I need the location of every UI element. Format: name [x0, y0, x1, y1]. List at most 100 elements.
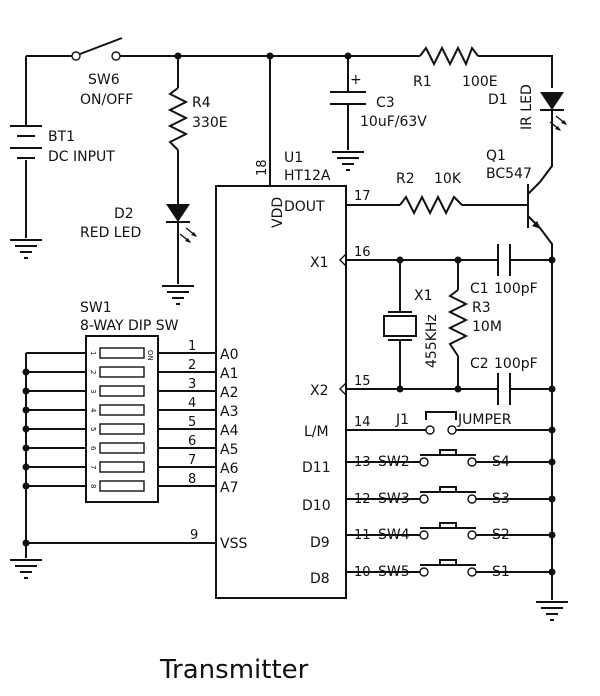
d2-red-led: D2 RED LED: [80, 204, 197, 243]
pin-14-name: L/M: [304, 424, 329, 440]
pin-16-name: X1: [310, 255, 329, 271]
sw6-value: ON/OFF: [80, 92, 133, 108]
sw1-ref: SW1: [80, 300, 112, 316]
dip-2-label: 2: [89, 370, 97, 374]
pin-1-name: A0: [220, 347, 238, 363]
r1-resistor: R1 100E: [413, 45, 498, 90]
d1-ref: D1: [488, 92, 508, 108]
bt1-value: DC INPUT: [48, 149, 115, 165]
c3-polarity: +: [350, 72, 362, 88]
ground-icon: [10, 239, 42, 259]
u1-ref: U1: [284, 150, 303, 166]
bt1-ref: BT1: [48, 129, 75, 145]
pin-18-name: VDD: [270, 197, 286, 228]
sw3-push-switch: SW3 S3: [378, 486, 510, 507]
pin-9-name: VSS: [220, 536, 247, 552]
j1-jumper: J1 JUMPER: [395, 411, 512, 435]
u1-value: HT12A: [284, 168, 331, 184]
pin-13-name: D11: [302, 460, 331, 476]
x1-crystal: X1 455KHz: [383, 288, 440, 368]
sw2-ref: SW2: [378, 454, 410, 470]
pin-17-name: DOUT: [284, 199, 325, 215]
q1-value: BC547: [486, 166, 532, 182]
pin-2-number: 2: [188, 358, 196, 373]
pin-15-name: X2: [310, 383, 329, 399]
pin-6-number: 6: [188, 434, 196, 449]
pin-18-number: 18: [255, 159, 270, 176]
dip-3-label: 3: [89, 389, 97, 393]
sw4-value: S2: [492, 527, 510, 543]
pin-17-number: 17: [354, 189, 371, 204]
dip-7-label: 7: [89, 465, 97, 469]
pin-13-number: 13: [354, 455, 371, 470]
sw4-push-switch: SW4 S2: [378, 522, 510, 543]
q1-ref: Q1: [486, 148, 506, 164]
sw4-ref: SW4: [378, 527, 410, 543]
pin-7-name: A6: [220, 461, 239, 477]
pin-12-number: 12: [354, 492, 371, 507]
j1-ref: J1: [395, 412, 409, 428]
c2-ref: C2: [470, 356, 489, 372]
pin-11-name: D9: [310, 535, 330, 551]
d1-value: IR LED: [519, 84, 535, 130]
x1-value: 455KHz: [424, 314, 440, 368]
sw1-value: 8-WAY DIP SW: [80, 318, 179, 334]
pin-2-name: A1: [220, 366, 238, 382]
sw1-dip-switch: SW1 8-WAY DIP SW ON 1 2 3 4 5 6 7 8: [80, 300, 179, 503]
c3-ref: C3: [376, 95, 395, 111]
r1-value: 100E: [462, 74, 498, 90]
r3-value: 10M: [472, 319, 502, 335]
sw5-value: S1: [492, 564, 510, 580]
pin-4-number: 4: [188, 396, 196, 411]
r2-resistor: R2 10K: [396, 171, 463, 216]
pin-10-number: 10: [354, 565, 371, 580]
r4-ref: R4: [192, 95, 211, 111]
sw3-value: S3: [492, 491, 510, 507]
dip-4-label: 4: [89, 408, 97, 413]
r1-ref: R1: [413, 74, 432, 90]
pin-1-number: 1: [188, 339, 196, 354]
r4-value: 330E: [192, 115, 228, 131]
pin-8-name: A7: [220, 480, 238, 496]
pin-7-number: 7: [188, 453, 196, 468]
x1-ref: X1: [414, 288, 433, 304]
sw2-push-switch: SW2 S4: [378, 449, 510, 470]
sw2-value: S4: [492, 454, 510, 470]
pin-10-name: D8: [310, 571, 330, 587]
c2-capacitor: C2 100pF: [470, 356, 538, 405]
sw3-ref: SW3: [378, 491, 410, 507]
r2-value: 10K: [434, 171, 462, 187]
c3-value: 10uF/63V: [360, 114, 427, 130]
dip-8-label: 8: [89, 484, 97, 488]
junction-dots: [22, 52, 556, 576]
dip-5-label: 5: [89, 427, 97, 431]
c3-capacitor: + C3 10uF/63V: [330, 72, 427, 130]
wires: [25, 55, 553, 600]
r3-ref: R3: [472, 300, 491, 316]
pin-12-name: D10: [302, 498, 331, 514]
pin-8-number: 8: [188, 472, 196, 487]
pin-4-name: A3: [220, 404, 238, 420]
sw5-push-switch: SW5 S1: [378, 559, 510, 580]
sw6-switch: SW6 ON/OFF: [71, 37, 133, 108]
u1-ic: U1 HT12A 18 VDD 17 DOUT 1 6 X1 15 X2 14 L…: [188, 150, 371, 599]
pin-15-number: 15: [354, 374, 371, 389]
pin-9-number: 9: [190, 528, 198, 543]
d1-ir-led: D1 IR LED: [488, 84, 567, 131]
c1-capacitor: C1 100pF: [470, 244, 538, 297]
c2-value: 100pF: [494, 356, 538, 372]
pin-5-name: A4: [220, 423, 239, 439]
pin-5-number: 5: [188, 415, 196, 430]
dip-1-label: 1: [89, 351, 97, 355]
r2-ref: R2: [396, 171, 415, 187]
d2-value: RED LED: [80, 225, 141, 241]
dip-6-label: 6: [89, 446, 97, 451]
r3-resistor: R3 10M: [447, 289, 502, 357]
ground-icon: [536, 601, 568, 621]
c1-value: 100pF: [494, 281, 538, 297]
pin-14-number: 14: [354, 415, 371, 430]
pin-6-name: A5: [220, 442, 238, 458]
ground-symbols: [10, 151, 568, 621]
c1-ref: C1: [470, 281, 489, 297]
